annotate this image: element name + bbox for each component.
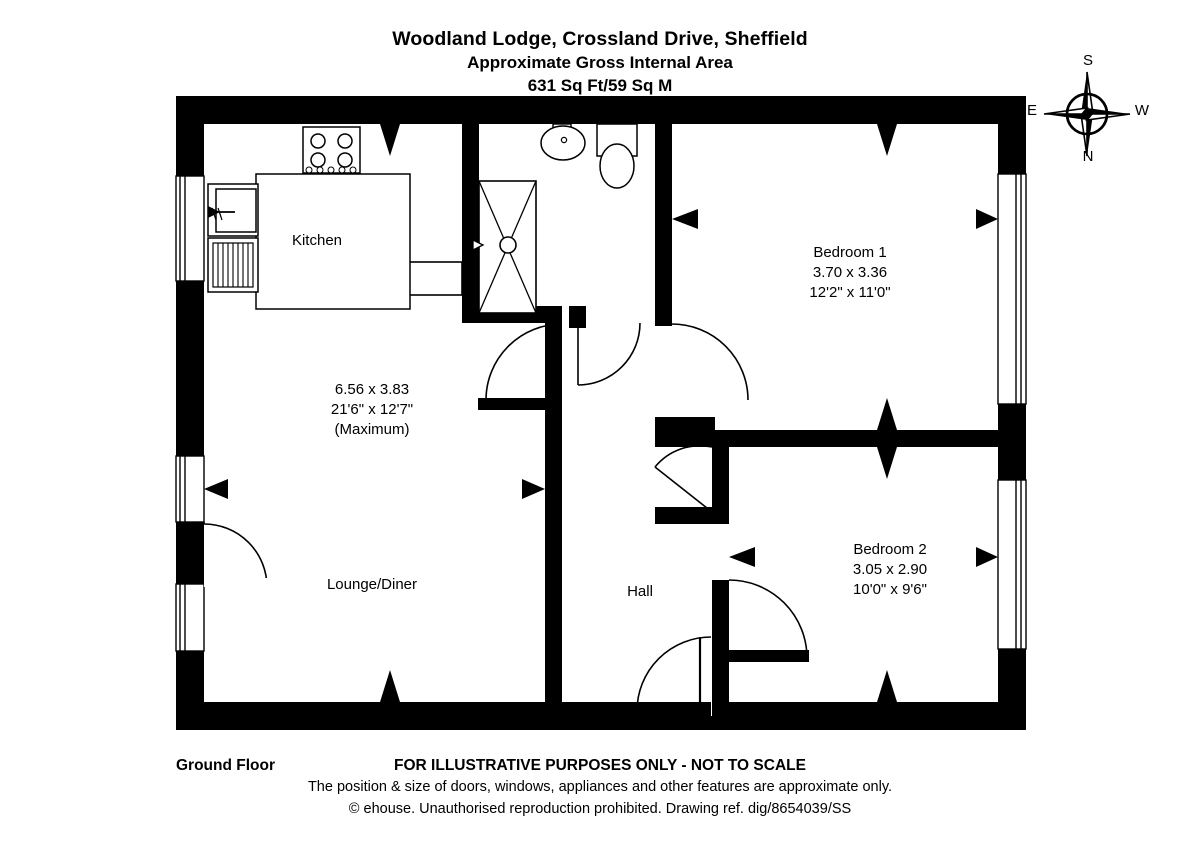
window-lounge-left-lower	[175, 583, 205, 652]
compass-rose: S N E W	[1022, 52, 1152, 174]
door-external-lounge-gap	[204, 578, 268, 587]
lounge-dimensions-note: (Maximum)	[334, 420, 410, 438]
radiator-lounge-left	[204, 479, 228, 499]
bedroom2-name: Bedroom 2	[853, 541, 927, 558]
wall-exterior-left-d	[176, 651, 204, 730]
wall-hall-bedroom2-upper	[712, 447, 729, 519]
radiator-bedroom2-left	[729, 547, 755, 567]
door-external-lounge	[203, 522, 268, 588]
wash-basin-icon	[540, 123, 586, 161]
plan-footer: FOR ILLUSTRATIVE PURPOSES ONLY - NOT TO …	[0, 755, 1200, 821]
walls-group	[176, 96, 1026, 730]
drainer-icon	[207, 237, 259, 293]
radiator-bedroom2-top	[877, 447, 897, 479]
wall-exterior-bottom-right	[726, 702, 1026, 730]
room-label-lounge-dims: 6.56 x 3.83 21'6" x 12'7" (Maximum)	[252, 380, 492, 439]
bedroom2-dimensions-imperial: 10'0" x 9'6"	[853, 580, 927, 598]
window-lounge-left-upper	[175, 455, 205, 523]
wall-exterior-right-c	[998, 649, 1026, 730]
radiator-bedroom1-top	[877, 124, 897, 156]
wall-lounge-head-right	[478, 398, 562, 410]
radiator-bedroom2-right	[976, 547, 998, 567]
wall-hall-cupboard-bottom	[655, 507, 729, 524]
wc-icon	[596, 123, 638, 189]
compass-label-right: W	[1134, 102, 1150, 119]
hob-icon	[302, 126, 361, 174]
door-bedroom2	[728, 579, 808, 659]
bedroom2-dimensions-metric: 3.05 x 2.90	[852, 560, 928, 578]
door-bathroom	[577, 322, 641, 386]
radiator-kitchen	[380, 124, 400, 156]
wall-exterior-left-a	[176, 96, 204, 176]
window-bedroom1-right	[997, 173, 1027, 405]
hall-name: Hall	[627, 583, 653, 600]
wall-lounge-hall	[545, 404, 562, 716]
door-bedroom1	[671, 323, 749, 401]
radiator-bedroom1-bottom	[877, 398, 897, 430]
kitchen-fixtures	[207, 126, 411, 310]
radiator-bedroom1-right	[976, 209, 998, 229]
door-lounge	[485, 323, 563, 401]
wall-bedroom2-door-head	[729, 650, 809, 662]
bath-icon	[472, 180, 537, 314]
wall-bathroom-door-jamb	[569, 306, 586, 328]
door-hall-store	[654, 444, 713, 513]
footer-disclaimer: FOR ILLUSTRATIVE PURPOSES ONLY - NOT TO …	[394, 757, 806, 774]
wall-bathroom-bedroom1	[655, 110, 672, 324]
lounge-dimensions-metric: 6.56 x 3.83	[334, 381, 410, 398]
bedroom1-dimensions-imperial: 12'2" x 11'0"	[809, 283, 891, 301]
room-label-hall: Hall	[580, 582, 700, 602]
wall-bedroom1-bedroom2	[655, 430, 1026, 447]
page-subtitle: Approximate Gross Internal Area	[467, 53, 733, 73]
radiator-bedroom1-left	[672, 209, 698, 229]
footer-note: The position & size of doors, windows, a…	[307, 779, 893, 796]
door-hall-entrance	[636, 636, 712, 712]
lounge-dimensions-imperial: 21'6" x 12'7"	[330, 400, 414, 418]
bathroom-fixtures	[472, 123, 638, 314]
wall-exterior-left-b	[176, 281, 204, 456]
bedroom1-dimensions-metric: 3.70 x 3.36	[812, 263, 888, 281]
wall-kitchen-bathroom	[462, 110, 479, 322]
wall-exterior-right-a	[998, 96, 1026, 174]
footer-copyright: © ehouse. Unauthorised reproduction proh…	[348, 801, 852, 818]
bedroom1-name: Bedroom 1	[813, 244, 887, 261]
compass-label-top: S	[1082, 52, 1093, 69]
compass-icon	[1043, 71, 1131, 157]
wall-exterior-left-c	[176, 522, 204, 584]
compass-label-bottom: N	[1082, 148, 1094, 165]
wall-lounge-hall-upper	[545, 306, 562, 416]
windows-group	[175, 173, 1027, 652]
window-kitchen-left	[175, 175, 205, 282]
wall-exterior-top	[176, 96, 1026, 124]
floor-level-label: Ground Floor	[176, 757, 276, 774]
wall-exterior-bottom-left	[176, 702, 711, 730]
radiators-group	[204, 124, 998, 702]
room-label-kitchen: Kitchen	[246, 231, 388, 251]
wall-hall-bedroom2-lower	[712, 580, 729, 720]
sink-icon	[207, 183, 259, 237]
wall-hall-door-jamb-right	[655, 306, 672, 326]
room-label-bedroom2: Bedroom 2 3.05 x 2.90 10'0" x 9'6"	[770, 540, 1010, 599]
wall-hall-head-right	[655, 417, 715, 430]
window-bedroom2-right	[997, 479, 1027, 650]
plan-header: Woodland Lodge, Crossland Drive, Sheffie…	[0, 0, 1200, 98]
radiator-lounge-bottom	[380, 670, 400, 702]
lounge-name: Lounge/Diner	[326, 576, 418, 593]
page-title: Woodland Lodge, Crossland Drive, Sheffie…	[392, 28, 808, 50]
compass-label-left: E	[1026, 102, 1037, 119]
kitchen-name: Kitchen	[291, 232, 343, 249]
room-label-lounge-name: Lounge/Diner	[252, 575, 492, 595]
radiator-lounge-right	[522, 479, 545, 499]
gross-internal-area: 631 Sq Ft/59 Sq M	[527, 76, 673, 96]
room-label-bedroom1: Bedroom 1 3.70 x 3.36 12'2" x 11'0"	[730, 243, 970, 302]
radiator-bedroom2-bottom	[877, 670, 897, 702]
